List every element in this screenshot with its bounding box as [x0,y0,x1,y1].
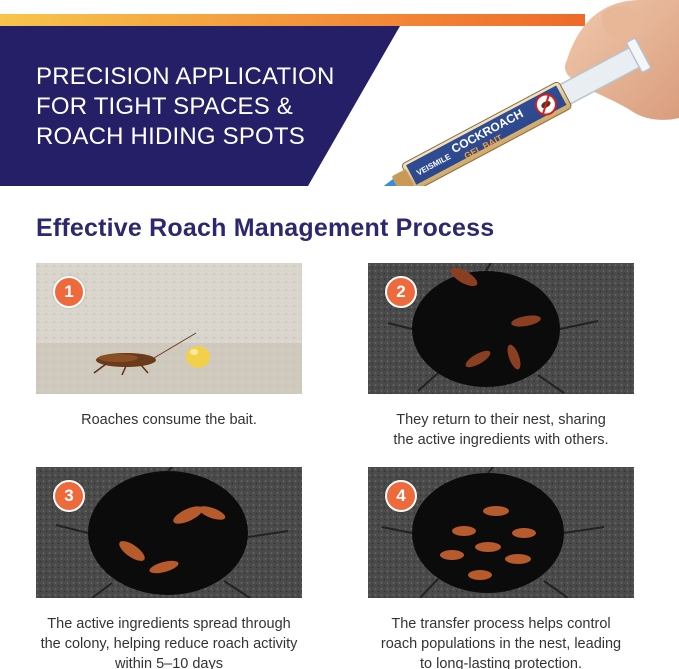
hero-title-line: PRECISION APPLICATION [36,63,335,90]
step-caption-line: within 5–10 days [114,656,223,669]
roach-shape [507,344,521,370]
step-photo-roaches-returning-to-nest: 2 [368,263,634,394]
step-caption-line: the active ingredients with others. [393,432,609,448]
gel-bait-drop [186,346,210,368]
roach-shape [511,315,541,327]
step-card-1: 1 Roaches consume the bait. [36,263,302,430]
step-caption: The transfer process helps control roach… [351,614,651,669]
step-number-badge: 1 [53,276,85,308]
step-photo-roach-eating-bait: 1 [36,263,302,394]
step-caption-line: The active ingredients spread through [47,616,291,632]
step-caption-line: the colony, helping reduce roach activit… [40,636,298,652]
nest-hole [88,471,248,595]
step-caption: They return to their nest, sharing the a… [351,410,651,450]
hero-title-line: FOR TIGHT SPACES & [36,93,293,120]
step-caption: Roaches consume the bait. [19,410,319,430]
hero-title: PRECISION APPLICATION FOR TIGHT SPACES &… [36,62,366,152]
roach-shape [512,528,536,538]
step-number-badge: 3 [53,480,85,512]
thumb-shape [601,5,643,41]
step-number-badge: 2 [385,276,417,308]
nest-hole [412,271,560,387]
section-title: Effective Roach Management Process [36,214,495,242]
step-photo-colony-spreading: 3 [36,467,302,598]
roach-shape [440,550,464,560]
roach-shape [483,506,509,516]
roach-shape [465,350,491,368]
step-caption-line: roach populations in the nest, leading [380,636,622,652]
step-card-3: 3 The active ingredients spread through … [36,467,302,669]
step-caption-line: The transfer process helps control [391,616,611,632]
roach-shape [450,267,478,287]
step-card-4: 4 The transfer process helps control roa… [368,467,634,669]
roach-shape [173,506,203,524]
roach-shape [468,570,492,580]
roach-shape [198,506,226,520]
roach-shape [149,560,179,574]
syringe-tip [371,179,399,186]
roach-shape [505,554,531,564]
nest-hole [412,473,564,593]
gel-bait-syringe-image: VEISMILE COCKROACH GEL BAIT [371,0,679,186]
roach-shape [475,542,501,552]
step-number-badge: 4 [385,480,417,512]
top-gradient-stripe [0,14,585,26]
step-caption-line: to long-lasting protection. [419,656,582,669]
step-card-2: 2 They return to their nest, sharing the… [368,263,634,450]
roach-shape [119,541,145,561]
hero-banner: PRECISION APPLICATION FOR TIGHT SPACES &… [0,26,679,186]
step-caption: The active ingredients spread through th… [19,614,319,669]
hero-title-line: ROACH HIDING SPOTS [36,123,305,150]
roach-shape [93,332,197,376]
step-caption-line: Roaches consume the bait. [81,412,257,428]
roach-shape [452,526,476,536]
step-caption-line: They return to their nest, sharing [396,412,606,428]
step-photo-nest-population-controlled: 4 [368,467,634,598]
